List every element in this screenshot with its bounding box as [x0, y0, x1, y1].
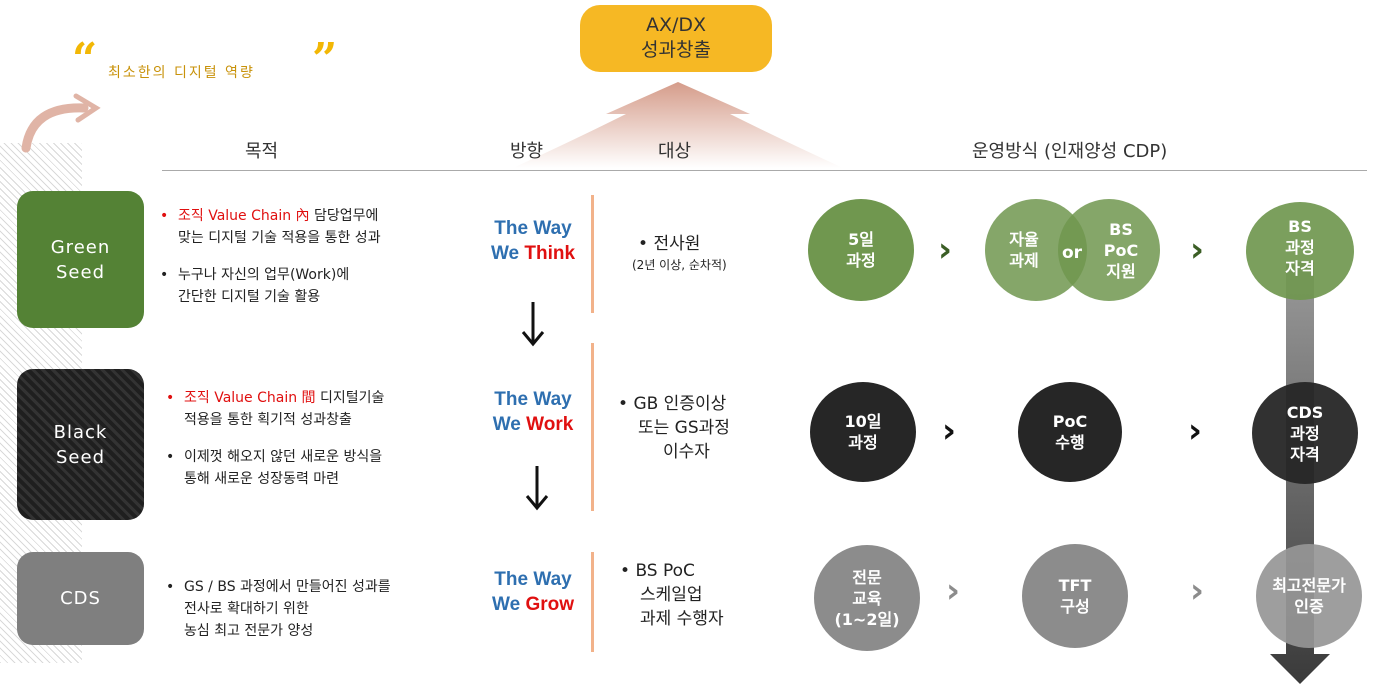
step-text: TFT 구성 — [1058, 576, 1092, 616]
chevron-right-icon: › — [942, 411, 957, 451]
step-text: 자율 과제 — [1009, 230, 1039, 270]
step-text: 5일 과정 — [846, 230, 876, 270]
way-grow: The Way We Grow — [478, 567, 588, 617]
bullet-item: • 누구나 자신의 업무(Work)에 간단한 디지털 기술 활용 — [160, 267, 350, 305]
purpose-green: • 조직 Value Chain 內 담당업무에 맞는 디지털 기술 적용을 통… — [160, 205, 381, 323]
way-think: The Way We Think — [478, 216, 588, 266]
chevron-right-icon: › — [946, 571, 961, 611]
target-green: • 전사원 (2년 이상, 순차적) — [632, 234, 727, 272]
seed-black: Black Seed — [17, 369, 144, 520]
way-line: The Way — [494, 389, 572, 410]
step-circle: CDS 과정 자격 — [1252, 382, 1358, 484]
step-circle: BS 과정 자격 — [1246, 202, 1354, 300]
seed-green: Green Seed — [17, 191, 144, 328]
step-circle: PoC 수행 — [1018, 382, 1122, 482]
way-we: We — [492, 414, 521, 435]
goal-line1: AX/DX — [645, 14, 707, 36]
purpose-cds: • GS / BS 과정에서 만들어진 성과를 전사로 확대하기 위한 농심 최… — [166, 576, 391, 657]
step-text: BS PoC 지원 — [1103, 219, 1139, 281]
seed-label: Black — [53, 421, 108, 443]
step-circle: 최고전문가 인증 — [1256, 544, 1362, 648]
down-arrow-icon — [521, 302, 545, 347]
step-text: PoC 수행 — [1052, 412, 1088, 452]
step-circle: TFT 구성 — [1022, 544, 1128, 648]
bullet-text: 적용을 통한 획기적 성과창출 — [184, 412, 352, 428]
way-verb: Work — [526, 414, 574, 435]
separator-line — [591, 343, 594, 511]
bullet-text: 맞는 디지털 기술 적용을 통한 성과 — [178, 230, 381, 246]
bullet-text: GS / BS 과정에서 만들어진 성과를 — [184, 579, 391, 595]
header-target: 대상 — [658, 141, 692, 162]
target-text: 스케일업 — [640, 585, 703, 605]
step-circle: 전문 교육 (1~2일) — [814, 545, 920, 651]
target-text: 이수자 — [663, 442, 710, 462]
header-divider — [162, 170, 1367, 171]
target-text: 과제 수행자 — [640, 609, 724, 629]
bullet-text: 농심 최고 전문가 양성 — [184, 623, 314, 639]
bullet-text: 간단한 디지털 기술 활용 — [178, 289, 321, 305]
seed-label: CDS — [60, 588, 101, 609]
or-label: or — [1062, 243, 1083, 263]
bullet-highlight: 조직 Value Chain 間 — [184, 390, 316, 406]
chevron-right-icon: › — [1190, 571, 1205, 611]
seed-label: Seed — [56, 261, 105, 283]
chevron-right-icon: › — [1188, 411, 1203, 451]
step-text: 10일 과정 — [844, 412, 882, 452]
down-arrow-icon — [525, 466, 549, 511]
target-text: 또는 GS과정 — [638, 418, 730, 438]
header-purpose: 목적 — [245, 141, 279, 162]
bullet-text: 통해 새로운 성장동력 마련 — [184, 471, 340, 487]
subtitle: 최소한의 디지털 역량 — [108, 65, 255, 81]
chevron-right-icon: › — [938, 230, 953, 270]
chevron-right-icon: › — [1190, 230, 1205, 270]
quote-close-icon: ” — [312, 34, 338, 85]
step-text: CDS 과정 자격 — [1286, 402, 1324, 464]
bullet-item: • GS / BS 과정에서 만들어진 성과를 전사로 확대하기 위한 농심 최… — [166, 579, 391, 639]
way-we: We — [490, 243, 520, 264]
curved-arrow-icon — [21, 93, 101, 153]
step-text: 최고전문가 인증 — [1272, 576, 1346, 616]
purpose-black: • 조직 Value Chain 間 디지털기술 적용을 통한 획기적 성과창출… — [166, 387, 384, 505]
quote-open-icon: “ — [72, 34, 98, 85]
bullet-item: • 조직 Value Chain 內 담당업무에 맞는 디지털 기술 적용을 통… — [160, 208, 381, 246]
header-operation: 운영방식 (인재양성 CDP) — [972, 141, 1168, 162]
way-we: We — [491, 594, 521, 615]
target-text: BS PoC — [635, 561, 695, 581]
step-circle: BS PoC 지원 — [1058, 199, 1160, 301]
up-arrow-icon — [513, 82, 843, 168]
seed-cds: CDS — [17, 552, 144, 645]
target-black: • GB 인증이상 또는 GS과정 이수자 — [618, 394, 730, 462]
bullet-text: 전사로 확대하기 위한 — [184, 601, 309, 617]
goal-line2: 성과창출 — [641, 39, 711, 61]
target-text: GB 인증이상 — [633, 394, 727, 414]
way-verb: Think — [524, 243, 576, 264]
bullet-text: 담당업무에 — [309, 208, 379, 224]
seed-label: Seed — [56, 446, 105, 468]
target-cds: • BS PoC 스케일업 과제 수행자 — [620, 561, 724, 629]
target-note: (2년 이상, 순차적) — [632, 258, 727, 272]
way-line: The Way — [494, 569, 572, 590]
separator-line — [591, 195, 594, 313]
bullet-text: 누구나 자신의 업무(Work)에 — [178, 267, 350, 283]
bullet-text: 이제껏 해오지 않던 새로운 방식을 — [184, 449, 383, 465]
way-line: The Way — [494, 218, 572, 239]
bullet-highlight: 조직 Value Chain 內 — [178, 208, 310, 224]
separator-line — [591, 552, 594, 652]
bullet-text: 디지털기술 — [315, 390, 385, 406]
seed-label: Green — [50, 236, 111, 258]
step-circle: 5일 과정 — [808, 199, 914, 301]
step-text: 전문 교육 (1~2일) — [834, 567, 900, 629]
bullet-item: • 이제껏 해오지 않던 새로운 방식을 통해 새로운 성장동력 마련 — [166, 449, 383, 487]
step-circle: 10일 과정 — [810, 382, 916, 482]
way-verb: Grow — [525, 594, 574, 615]
header-direction: 방향 — [510, 141, 544, 162]
goal-box: AX/DX 성과창출 — [580, 5, 772, 72]
step-text: BS 과정 자격 — [1285, 217, 1315, 278]
target-text: 전사원 — [653, 234, 701, 254]
bullet-item: • 조직 Value Chain 間 디지털기술 적용을 통한 획기적 성과창출 — [166, 390, 385, 428]
way-work: The Way We Work — [478, 387, 588, 437]
